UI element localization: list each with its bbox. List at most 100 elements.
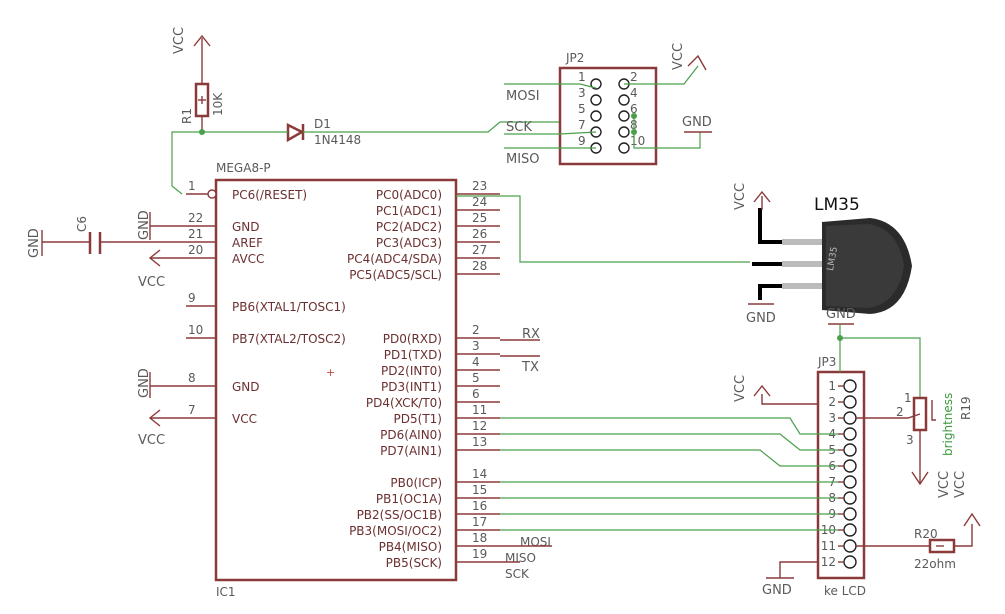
mcu-pin-name: PD3(INT1) — [381, 380, 442, 394]
mcu-pin-name: PB0(ICP) — [390, 476, 442, 490]
jp2-pin-3: 3 — [578, 86, 602, 106]
avcc-vcc-label: VCC — [138, 275, 165, 290]
lm35-title: LM35 — [814, 195, 860, 215]
lm35-vcc-trace — [758, 208, 782, 244]
mcu-pin-name: PB2(SS/OC1B) — [357, 508, 442, 522]
mcu-pin-name: PC5(ADC5/SCL) — [349, 268, 442, 282]
mcu-pin-name: PC4(ADC4/SDA) — [347, 252, 442, 266]
lm35-gnd-trace — [758, 284, 782, 300]
tx-label: TX — [521, 360, 539, 375]
jp2-body — [558, 66, 658, 166]
r19-vcc-label-2: VCC — [953, 471, 968, 498]
mcu-pin-num: 20 — [188, 243, 203, 257]
pb5-miso-label: MISO — [505, 551, 536, 565]
mcu-pin-num: 3 — [472, 339, 480, 353]
jp3-pin-11: 11 — [821, 539, 857, 553]
lm35-package: LM35 — [782, 218, 912, 314]
mcu-pin-num: 15 — [472, 483, 487, 497]
mcu-body — [214, 178, 458, 582]
mcu-pin-num: 10 — [188, 323, 203, 337]
mcu-pin-name: VCC — [232, 412, 257, 426]
mcu-pin-num: 16 — [472, 499, 487, 513]
rx-label: RX — [522, 327, 540, 342]
mcu-pin-name: PC3(ADC3) — [376, 236, 442, 250]
r19-pin3: 3 — [906, 433, 914, 447]
r1-vcc-label: VCC — [172, 27, 187, 54]
mcu-pin-name: AVCC — [232, 252, 264, 266]
jp3-pin-12: 12 — [821, 555, 857, 569]
pin7-vcc-symbol — [148, 409, 186, 427]
jp2-pin-num: 10 — [630, 134, 645, 148]
mcu-pin-num: 2 — [472, 323, 480, 337]
mcu-pin-name: PD6(AIN0) — [380, 428, 442, 442]
jp3-pin-2: 2 — [828, 395, 857, 409]
mcu-origin-mark: + — [326, 366, 335, 379]
r19-vcc-label-1: VCC — [937, 471, 952, 498]
mcu-pin-name: PD5(T1) — [394, 412, 442, 426]
mcu-right-pins: 23PC0(ADC0)24PC1(ADC1)25PC2(ADC2)26PC3(A… — [347, 179, 500, 570]
mcu-pin-name: PB1(OC1A) — [376, 492, 442, 506]
mcu-pin-num: 22 — [188, 211, 203, 225]
jp2-pin-num: 6 — [630, 102, 638, 116]
jp2-vcc-label: VCC — [671, 43, 686, 70]
pin8-gnd-label: GND — [137, 368, 152, 398]
mcu-pin-num: 8 — [188, 371, 196, 385]
mcu-pin-num: 7 — [188, 403, 196, 417]
pb5-sck-label: SCK — [505, 567, 530, 581]
jp2-pin-6: 6 — [618, 102, 638, 122]
mcu-pin-num: 21 — [188, 227, 203, 241]
mcu-pin-name: PC2(ADC2) — [376, 220, 442, 234]
mcu-pin-name: PB5(SCK) — [386, 556, 442, 570]
mcu-pin-num: 27 — [472, 243, 487, 257]
r1-ref: R1 — [180, 108, 194, 124]
jp3-vcc-label: VCC — [733, 375, 748, 402]
r19-pin1: 1 — [904, 391, 912, 405]
jp3-pin-num: 11 — [821, 539, 836, 553]
avcc-vcc-symbol — [148, 249, 186, 267]
mcu-pin-num: 11 — [472, 403, 487, 417]
jp2-pin-num: 9 — [578, 134, 586, 148]
mcu-pin-num: 28 — [472, 259, 487, 273]
d1-value: 1N4148 — [314, 133, 361, 147]
jp2-pin-num: 2 — [630, 70, 638, 84]
mcu-pin-num: 12 — [472, 419, 487, 433]
mcu-pin-name: PD1(TXD) — [384, 348, 442, 362]
pin22-gnd-label: GND — [137, 210, 152, 240]
svg-text:LM35: LM35 — [826, 246, 840, 272]
mcu-pin-num: 26 — [472, 227, 487, 241]
mcu-pin-name: PD2(INT0) — [381, 364, 442, 378]
jp2-vcc-symbol — [624, 54, 707, 85]
c6-ref: C6 — [75, 216, 89, 232]
jp3-pin-num: 2 — [828, 395, 836, 409]
jp3-pin-3: 3 — [828, 411, 857, 425]
mcu-pin-name: PC0(ADC0) — [376, 188, 442, 202]
jp3-pin-1: 1 — [828, 379, 857, 393]
mcu-pin-name: AREF — [232, 236, 263, 250]
r20-ref: R20 — [914, 527, 938, 541]
pb4-mosi-label: MOSI — [520, 535, 551, 549]
d1-ref: D1 — [314, 117, 331, 131]
r20-resistor — [856, 512, 981, 554]
gnd-symbol-pin22 — [149, 212, 186, 240]
